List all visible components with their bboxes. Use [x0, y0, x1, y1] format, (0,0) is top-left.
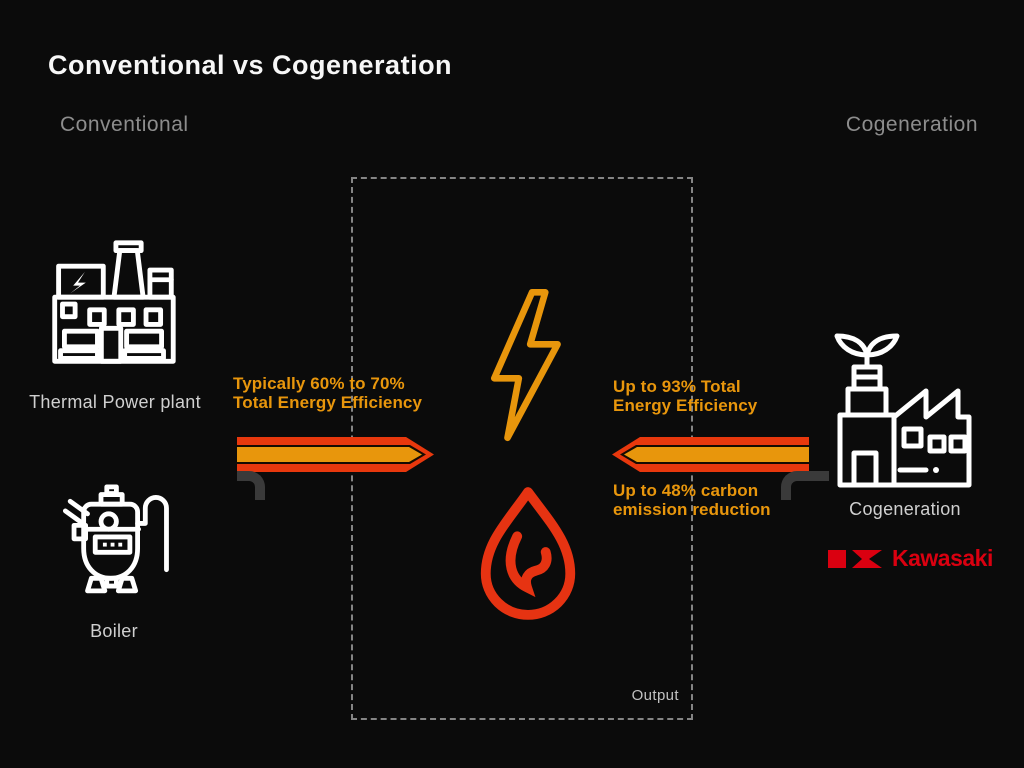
conventional-efficiency-line1: Typically 60% to 70% [233, 374, 405, 393]
cogeneration-efficiency-line1: Up to 93% Total [613, 377, 741, 396]
conventional-energy-arrow-icon [237, 437, 434, 472]
carbon-reduction-line1: Up to 48% carbon [613, 481, 759, 500]
conventional-efficiency-caption: Typically 60% to 70% Total Energy Effici… [233, 374, 422, 412]
page-title: Conventional vs Cogeneration [48, 50, 453, 80]
lightning-bolt-icon [482, 285, 567, 447]
cogeneration-efficiency-caption: Up to 93% Total Energy Efficiency [613, 377, 757, 415]
cogeneration-column-header: Cogeneration [845, 113, 978, 136]
conventional-efficiency-line2: Total Energy Efficiency [233, 393, 423, 412]
output-label: Output [631, 687, 679, 704]
cogeneration-plant-label: Cogeneration [849, 499, 961, 519]
carbon-reduction-caption: Up to 48% carbon emission reduction [613, 481, 771, 519]
boiler-label: Boiler [90, 621, 138, 641]
kawasaki-river-mark-icon [828, 549, 882, 568]
cogeneration-plant-icon [828, 333, 980, 493]
kawasaki-wordmark: Kawasaki [892, 545, 993, 571]
conventional-pipe-elbow [237, 471, 265, 500]
cogeneration-efficiency-line2: Energy Efficiency [613, 396, 758, 415]
flame-icon [472, 483, 585, 623]
cogeneration-energy-arrow-icon [612, 437, 809, 472]
kawasaki-logo: Kawasaki [828, 545, 993, 572]
boiler-icon [58, 483, 170, 613]
thermal-power-plant-icon [45, 237, 181, 373]
carbon-reduction-line2: emission reduction [613, 500, 771, 519]
thermal-power-plant-label: Thermal Power plant [29, 392, 201, 412]
cogeneration-pipe-elbow [781, 471, 829, 500]
conventional-column-header: Conventional [60, 113, 189, 136]
